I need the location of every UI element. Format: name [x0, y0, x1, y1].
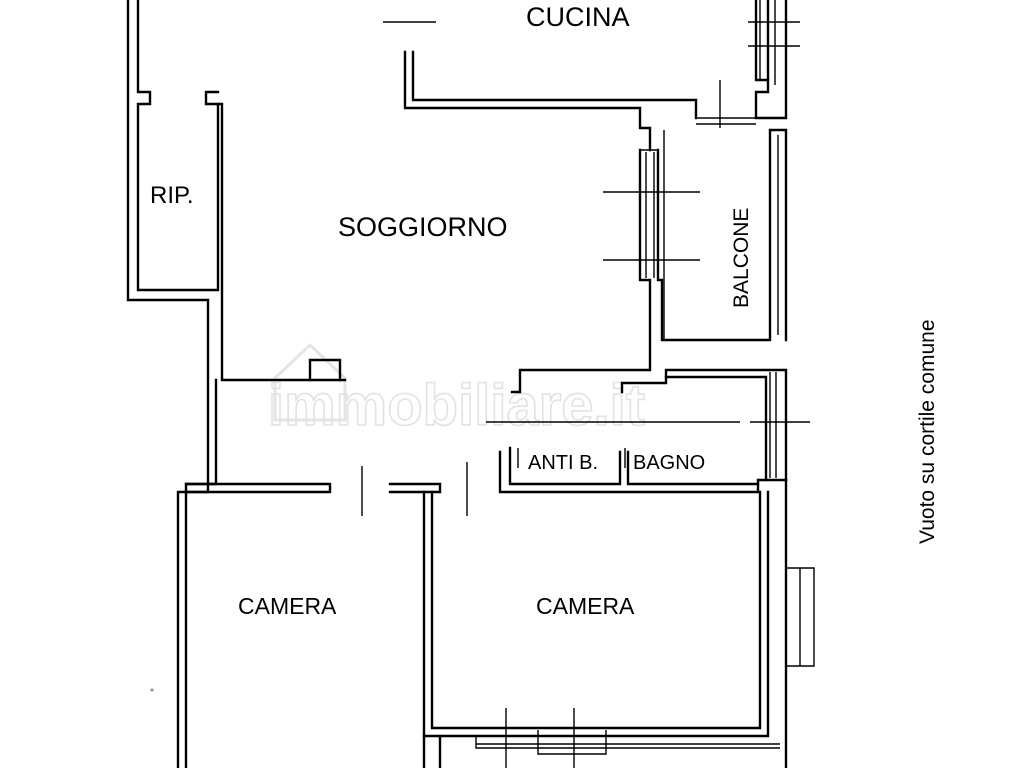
room-label-camera-right: CAMERA: [536, 593, 635, 619]
watermark-text: immobiliare.it: [268, 373, 645, 438]
room-label-anti-bagno: ANTI B.: [528, 452, 598, 474]
room-label-rip: RIP.: [150, 182, 194, 209]
room-label-balcone: BALCONE: [730, 208, 753, 308]
watermark: immobiliare.it: [267, 342, 646, 439]
room-label-cucina: CUCINA: [526, 2, 630, 32]
side-note: Vuoto su cortile comune: [916, 319, 939, 544]
room-label-soggiorno: SOGGIORNO: [338, 212, 508, 242]
room-label-camera-left: CAMERA: [238, 593, 337, 619]
walls: [126, 0, 815, 768]
room-label-bagno: BAGNO: [633, 452, 705, 474]
